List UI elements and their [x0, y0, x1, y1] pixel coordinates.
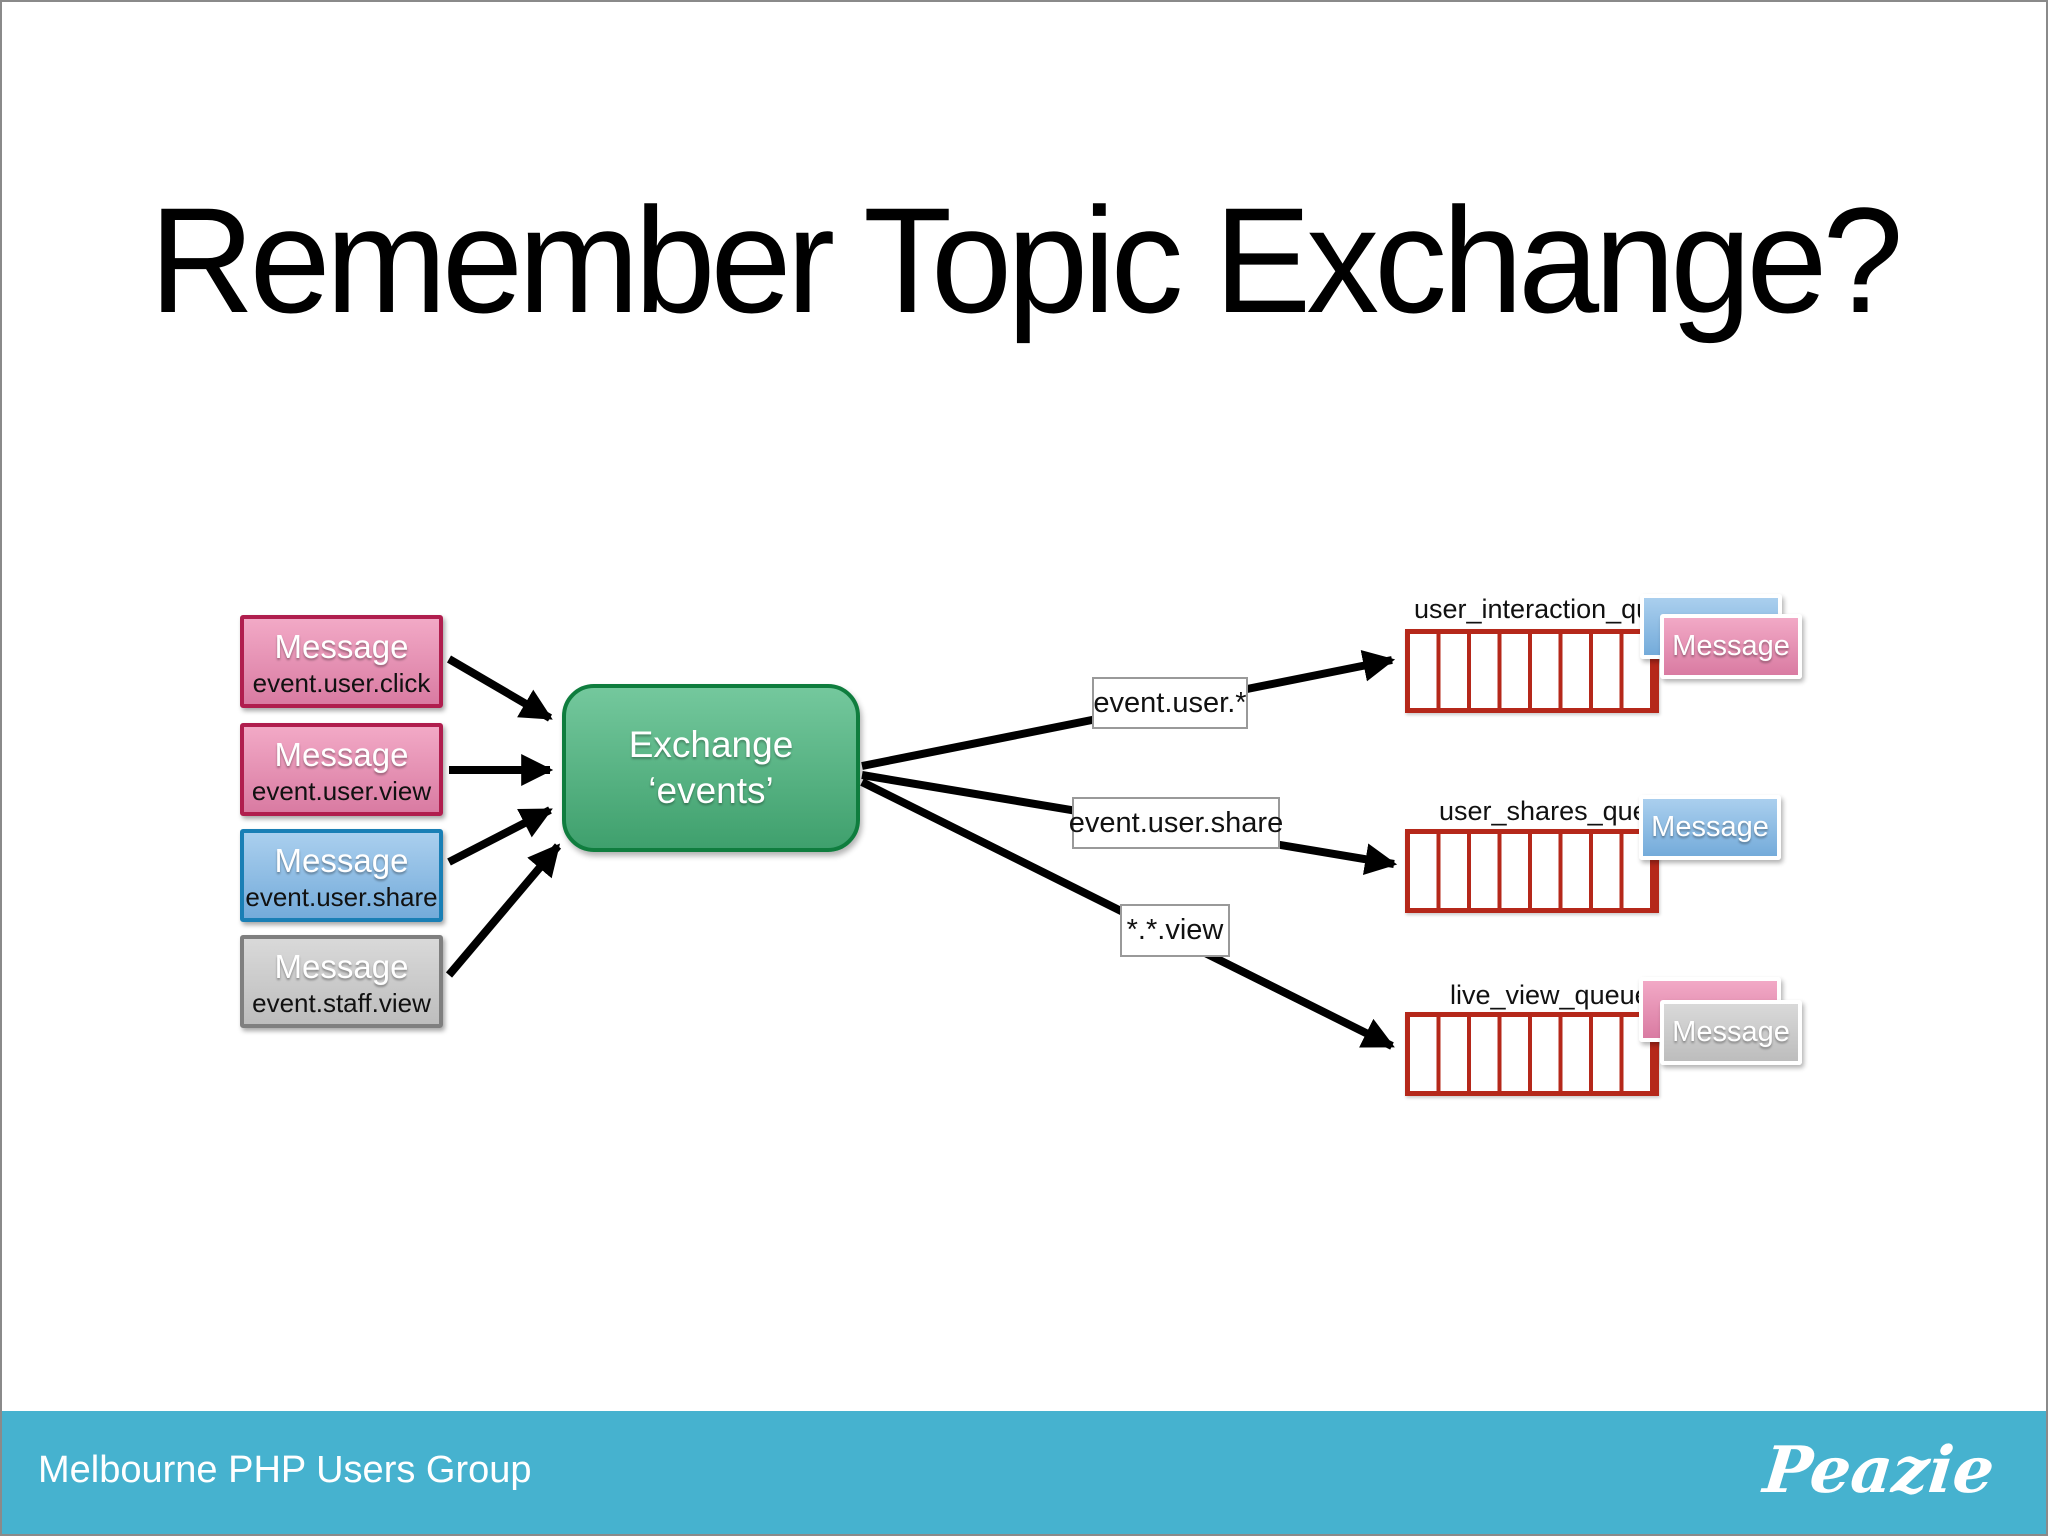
- message-box-title: Message: [274, 842, 409, 879]
- message-box-event-staff-view: Message event.staff.view: [240, 935, 443, 1028]
- message-box-event-user-click: Message event.user.click: [240, 615, 443, 708]
- message-routing-key: event.user.view: [251, 776, 432, 806]
- message-box-event-user-view: Message event.user.view: [240, 723, 443, 816]
- queued-message-blue: Message: [1639, 795, 1781, 860]
- message-box-event-user-share: Message event.user.share: [240, 829, 443, 922]
- exchange-node: Exchange ‘events’: [562, 684, 860, 852]
- arrow-producer-1-to-exchange: [446, 655, 553, 722]
- queue-live-view: [1405, 1012, 1659, 1096]
- message-routing-key: event.staff.view: [252, 988, 431, 1018]
- message-box-title: Message: [274, 948, 409, 985]
- message-routing-key: event.user.share: [245, 882, 438, 912]
- message-box-title: Message: [274, 628, 409, 665]
- queue-user-shares: [1405, 829, 1659, 913]
- binding-label-event-user-share: event.user.share: [1069, 797, 1283, 849]
- arrow-producer-4-to-exchange: [445, 843, 562, 978]
- footer-group-name: Melbourne PHP Users Group: [38, 1449, 532, 1491]
- queued-message-pink: Message: [1660, 614, 1802, 679]
- arrow-producer-3-to-exchange: [447, 806, 553, 866]
- peazie-logo: Peazie: [1760, 1433, 1998, 1508]
- binding-label-star-star-view: *.*.view: [1120, 904, 1230, 957]
- footer-bar: Melbourne PHP Users Group Peazie: [2, 1411, 2046, 1534]
- exchange-title: Exchange: [628, 723, 794, 765]
- message-box-title: Message: [274, 736, 409, 773]
- queued-message-gray: Message: [1660, 1000, 1802, 1065]
- queue-name-user-shares: user_shares_queue: [1439, 796, 1678, 826]
- slide-title: Remember Topic Exchange?: [149, 176, 1903, 344]
- exchange-name: ‘events’: [648, 770, 774, 811]
- queue-user-interaction: [1405, 629, 1659, 713]
- binding-label-event-user-star: event.user.*: [1092, 677, 1248, 729]
- queue-name-live-view: live_view_queue: [1450, 980, 1650, 1010]
- message-routing-key: event.user.click: [252, 668, 431, 698]
